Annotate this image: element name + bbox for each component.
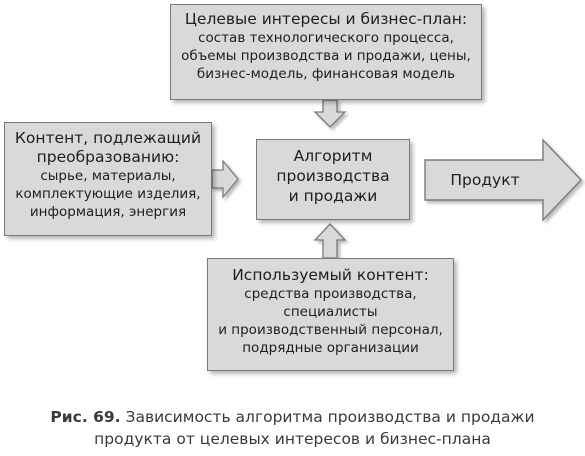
arrow-product <box>424 138 582 222</box>
goals-line: объемы производства и продажи, цены, <box>181 48 471 64</box>
caption-text-1: Зависимость алгоритма производства и про… <box>125 408 535 426</box>
used-content-title: Используемый контент: <box>232 266 429 284</box>
caption-line-2: продукта от целевых интересов и бизнес-п… <box>94 430 491 448</box>
algorithm-line: Алгоритм <box>293 147 373 165</box>
algorithm-box: Алгоритм производства и продажи <box>256 139 410 220</box>
goals-title: Целевые интересы и бизнес-план: <box>184 10 468 28</box>
content-input-box: Контент, подлежащий преобразованию: сырь… <box>4 122 212 236</box>
content-line: комплектующие изделия, <box>15 186 201 202</box>
goals-line: бизнес-модель, финансовая модель <box>196 66 456 82</box>
used-content-line: подрядные организации <box>242 340 419 356</box>
content-title-line: преобразованию: <box>36 148 180 166</box>
caption-line-1: Рис. 69. Зависимость алгоритма производс… <box>0 406 585 428</box>
goals-box: Целевые интересы и бизнес-план: состав т… <box>170 4 482 100</box>
used-content-line: и производственный персонал, <box>218 322 443 338</box>
used-content-box: Используемый контент: средства производс… <box>207 258 454 371</box>
arrow-used-to-algorithm <box>313 223 347 259</box>
algorithm-line: производства <box>276 167 390 185</box>
content-line: сырье, материалы, <box>40 168 176 184</box>
algorithm-line: и продажи <box>288 187 378 205</box>
used-content-line: специалисты <box>283 304 378 320</box>
goals-line: состав технологического процесса, <box>198 30 454 46</box>
used-content-line: средства производства, <box>244 286 417 302</box>
product-label: Продукт <box>450 171 520 189</box>
content-title-line: Контент, подлежащий <box>14 129 202 147</box>
content-line: информация, энергия <box>29 204 187 220</box>
arrow-goals-to-algorithm <box>313 99 347 128</box>
arrow-content-to-algorithm <box>211 159 239 199</box>
figure-number: Рис. 69. <box>50 408 121 426</box>
figure-caption: Рис. 69. Зависимость алгоритма производс… <box>0 406 585 450</box>
